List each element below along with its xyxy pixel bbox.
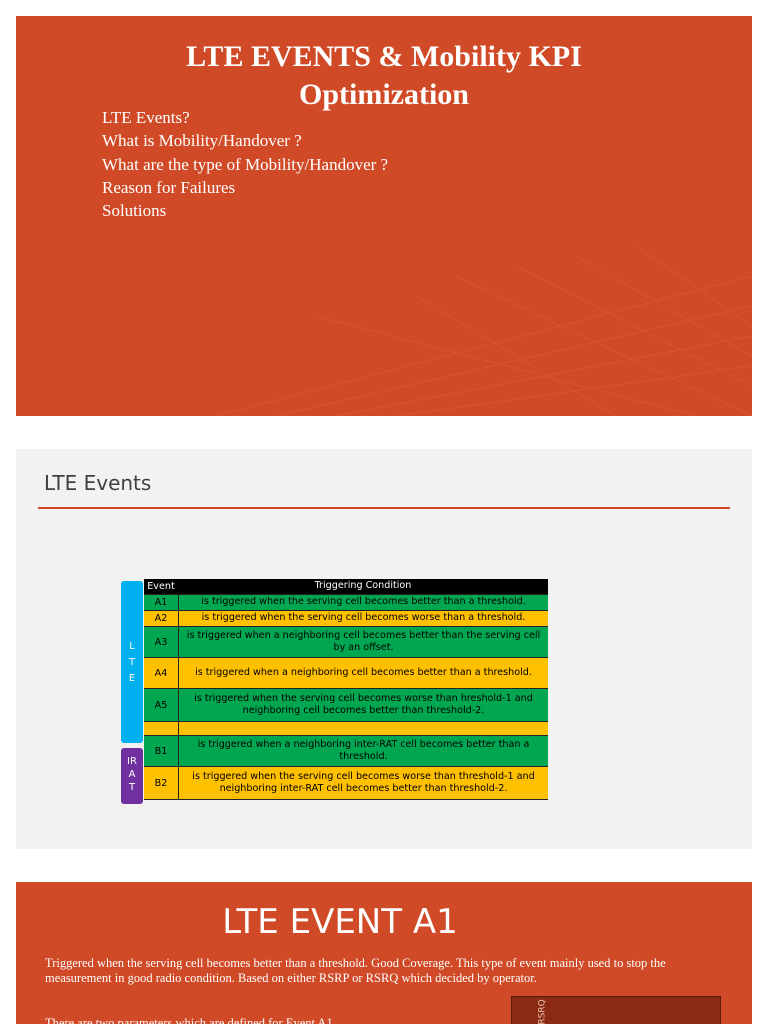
table-row: A4 is triggered when a neighboring cell … <box>144 658 548 689</box>
event-cell: A2 <box>144 611 179 626</box>
slide-body-text: Triggered when the serving cell becomes … <box>45 956 666 985</box>
events-table: Event Triggering Condition A1 is trigger… <box>144 579 548 800</box>
condition-cell <box>179 722 548 735</box>
event-cell: B2 <box>144 767 179 799</box>
event-a1-slide: LTE EVENT A1 Triggered when the serving … <box>16 882 752 1024</box>
irat-label-part: A <box>128 769 136 780</box>
lte-label-letter: T <box>128 657 136 668</box>
table-row: A2 is triggered when the serving cell be… <box>144 611 548 627</box>
table-row: A1 is triggered when the serving cell be… <box>144 595 548 611</box>
column-header-condition: Triggering Condition <box>314 580 412 592</box>
table-row: B1 is triggered when a neighboring inter… <box>144 736 548 767</box>
condition-cell: is triggered when the serving cell becom… <box>201 612 526 624</box>
condition-cell: is triggered when a neighboring inter-RA… <box>197 738 530 763</box>
rsrq-chart-image: RSRQ <box>511 996 721 1024</box>
column-header-event: Event <box>147 581 175 592</box>
condition-cell: is triggered when a neighboring cell bec… <box>186 629 541 654</box>
slide-title-line1: LTE EVENTS & Mobility KPI <box>186 40 582 73</box>
condition-cell: is triggered when the serving cell becom… <box>194 692 533 717</box>
title-slide: LTE EVENTS & Mobility KPI Optimization L… <box>16 16 752 416</box>
irat-label-part: T <box>128 782 136 793</box>
slide-title-line2: Optimization <box>299 78 469 111</box>
event-cell <box>144 722 179 735</box>
condition-cell: is triggered when a neighboring cell bec… <box>195 666 532 678</box>
irat-label-part: IR <box>127 756 137 767</box>
agenda-list: LTE Events? What is Mobility/Handover ? … <box>102 106 388 222</box>
condition-cell: is triggered when the serving cell becom… <box>192 770 535 795</box>
image-axis-label: RSRQ <box>537 999 548 1024</box>
lte-label-letter: E <box>128 673 136 684</box>
table-row-spacer <box>144 722 548 736</box>
agenda-item: What are the type of Mobility/Handover ? <box>102 154 389 174</box>
lte-group-label: L T E <box>121 581 143 743</box>
event-cell: A5 <box>144 689 179 721</box>
agenda-item: Solutions <box>102 201 167 221</box>
slide-title: LTE EVENTS & Mobility KPI Optimization <box>16 38 752 114</box>
agenda-item: What is Mobility/Handover ? <box>102 131 302 151</box>
event-cell: B1 <box>144 736 179 766</box>
lte-events-slide: LTE Events L T E IR A T Event Triggering… <box>16 449 752 849</box>
table-header-row: Event Triggering Condition <box>144 579 548 595</box>
table-row: A5 is triggered when the serving cell be… <box>144 689 548 722</box>
condition-cell: is triggered when the serving cell becom… <box>201 596 526 608</box>
background-grid-decoration <box>215 245 752 416</box>
irat-group-label: IR A T <box>121 748 143 804</box>
event-cell: A4 <box>144 658 179 688</box>
agenda-item: Reason for Failures <box>102 177 236 197</box>
slide-title: LTE EVENT A1 <box>222 902 458 942</box>
slide-body-text-secondary: There are two parameters which are defin… <box>45 1016 333 1024</box>
table-row: B2 is triggered when the serving cell be… <box>144 767 548 800</box>
slide-heading: LTE Events <box>44 471 152 495</box>
table-row: A3 is triggered when a neighboring cell … <box>144 627 548 658</box>
agenda-item: LTE Events? <box>102 108 190 127</box>
lte-label-letter: L <box>129 641 135 652</box>
event-cell: A3 <box>144 627 179 657</box>
event-cell: A1 <box>144 595 179 610</box>
heading-divider <box>38 507 730 509</box>
